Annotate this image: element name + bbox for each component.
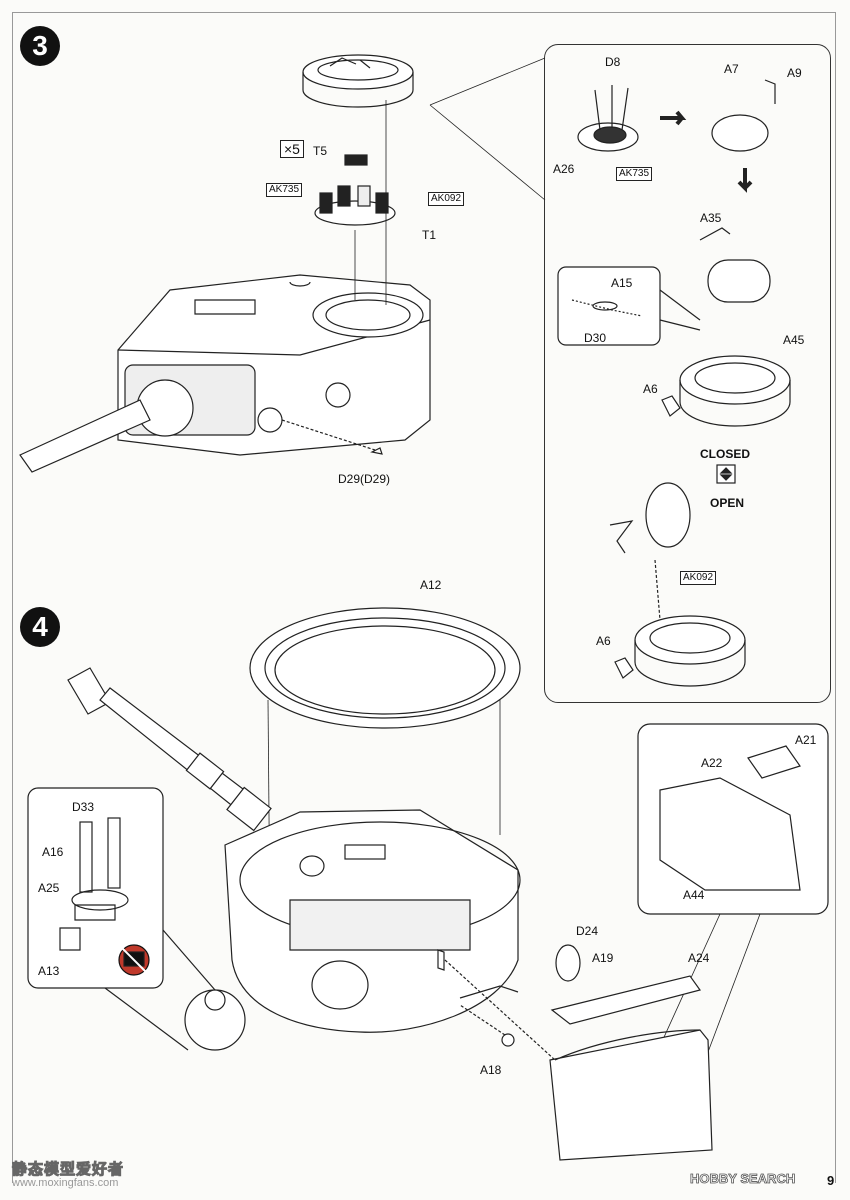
periscope-block-drawing — [314, 154, 396, 226]
cupola-top-drawing — [302, 54, 414, 108]
part-label-a6-bottom: A6 — [596, 634, 611, 648]
part-label-t5: T5 — [313, 144, 328, 158]
turret-ring-a12-drawing — [249, 607, 521, 931]
part-label-a22: A22 — [701, 756, 723, 770]
part-label-a25: A25 — [38, 881, 60, 895]
part-label-ak735-detail: AK735 — [616, 167, 653, 181]
part-label-t1: T1 — [422, 228, 437, 242]
part-label-ak735: AK735 — [266, 183, 303, 197]
closed-label: CLOSED — [700, 447, 751, 461]
part-label-a6-top: A6 — [643, 382, 658, 396]
turret-step4-drawing — [224, 809, 521, 1033]
part-label-a7: A7 — [724, 62, 739, 76]
turret-step3-drawing — [19, 57, 546, 473]
part-label-d24: D24 — [576, 924, 599, 938]
part-label-a15: A15 — [611, 276, 633, 290]
part-label-a45: A45 — [783, 333, 805, 347]
part-label-ak092: AK092 — [428, 192, 465, 206]
detail3-drawings — [557, 79, 791, 687]
part-label-a26: A26 — [553, 162, 575, 176]
part-label-a18: A18 — [480, 1063, 502, 1077]
part-label-a24: A24 — [688, 951, 710, 965]
part-label-a44: A44 — [683, 888, 705, 902]
part-label-ak092-detail: AK092 — [680, 571, 717, 585]
part-label-a9: A9 — [787, 66, 802, 80]
detail4-right-drawings — [444, 723, 829, 1161]
step-3-badge: 3 — [20, 26, 60, 66]
part-label-d8: D8 — [605, 55, 621, 69]
watermark-left-url: www.moxingfans.com — [12, 1177, 119, 1189]
part-label-a21: A21 — [795, 733, 817, 747]
part-label-a35: A35 — [700, 211, 722, 225]
part-label-a13: A13 — [38, 964, 60, 978]
gun-barrel-drawing — [67, 667, 272, 832]
part-label-d29: D29(D29) — [338, 472, 391, 486]
watermark-left-cn: 静态模型爱好者 — [11, 1160, 125, 1179]
part-label-d30: D30 — [584, 331, 607, 345]
detail4-left-drawings — [27, 787, 246, 1051]
open-label: OPEN — [710, 496, 745, 510]
part-label-a19: A19 — [592, 951, 614, 965]
part-label-a16: A16 — [42, 845, 64, 859]
quantity-multiplier: ×5 — [280, 140, 304, 158]
page-number: 9 — [827, 1173, 835, 1188]
page-frame — [12, 12, 836, 1183]
step-4-badge: 4 — [20, 607, 60, 647]
part-label-d33: D33 — [72, 800, 95, 814]
watermark-right: HOBBY SEARCH — [690, 1171, 796, 1187]
part-label-a12: A12 — [420, 578, 442, 592]
